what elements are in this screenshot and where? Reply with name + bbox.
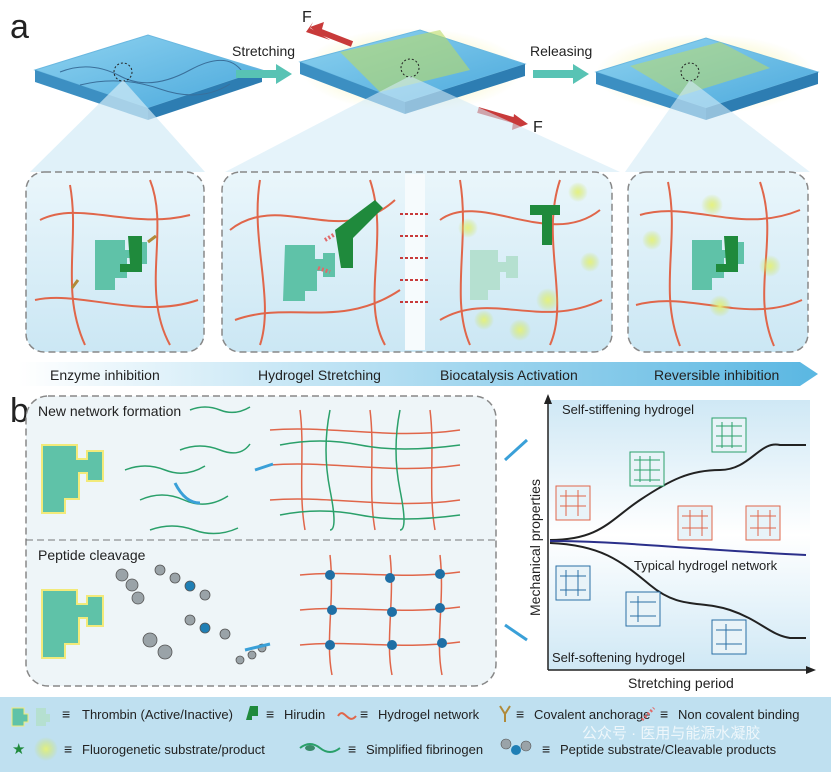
- y-axis-label: Mechanical properties: [527, 479, 543, 616]
- x-axis-label: Stretching period: [628, 675, 734, 691]
- fibrinogen-chains: [124, 406, 251, 535]
- svg-text:≡: ≡: [62, 706, 70, 722]
- stage-hydrogel-stretching: Hydrogel Stretching: [258, 367, 381, 383]
- stage-reversible-inhibition: Reversible inhibition: [654, 367, 779, 383]
- force-label-right: F: [533, 119, 543, 136]
- anchor-legend-icon: [499, 705, 511, 722]
- panel-b-label: b: [10, 392, 29, 430]
- self-softening-label: Self-softening hydrogel: [552, 650, 685, 665]
- releasing-label: Releasing: [530, 43, 592, 59]
- legend-anchor: Covalent anchorage: [534, 707, 650, 722]
- releasing-arrow: [533, 64, 589, 84]
- legend-hirudin: Hirudin: [284, 707, 325, 722]
- svg-text:≡: ≡: [542, 741, 550, 757]
- panel-a-label: a: [10, 8, 29, 46]
- hydrogel-slab-stretched: [298, 28, 527, 114]
- stage-arrow: [18, 362, 818, 386]
- svg-text:≡: ≡: [64, 741, 72, 757]
- detail-box-inhibition: [25, 171, 205, 353]
- force-arrow-left: [314, 27, 354, 47]
- thrombin-inactive-legend-icon: [36, 708, 50, 726]
- legend: ≡ Thrombin (Active/Inactive) ≡ Hirudin ≡…: [11, 705, 799, 761]
- fibrinogen-legend-icon: [299, 743, 341, 753]
- network-legend-icon: [337, 712, 357, 720]
- legend-network: Hydrogel network: [378, 707, 480, 722]
- legend-thrombin: Thrombin (Active/Inactive): [82, 707, 233, 722]
- flow-arrows: [173, 438, 529, 652]
- svg-text:≡: ≡: [348, 741, 356, 757]
- legend-noncovalent: Non covalent binding: [678, 707, 799, 722]
- self-stiffening-curve: [549, 443, 806, 541]
- detail-box-reversible: [627, 171, 809, 353]
- star-legend-icon: ★: [12, 741, 25, 758]
- thrombin-active-top: [41, 444, 104, 514]
- mechanics-chart: Self-stiffening hydrogel Typical hydroge…: [527, 394, 816, 691]
- svg-text:≡: ≡: [516, 706, 524, 722]
- self-softening-curve: [549, 542, 806, 639]
- svg-text:≡: ≡: [360, 706, 368, 722]
- detail-box-stretching: [221, 171, 613, 353]
- hydrogel-slab-relaxed: [33, 34, 264, 120]
- product-legend-icon: [34, 737, 58, 761]
- peptide-chains: [115, 564, 267, 665]
- thrombin-active-bottom: [41, 589, 104, 659]
- cleaved-network: [299, 554, 461, 676]
- legend-peptide: Peptide substrate/Cleavable products: [560, 742, 777, 757]
- peptide-cleavage-title: Peptide cleavage: [38, 547, 146, 563]
- fibrin-network: [269, 409, 461, 531]
- stretching-label: Stretching: [232, 43, 295, 59]
- stretching-arrow: [236, 64, 292, 84]
- stage-biocatalysis-activation: Biocatalysis Activation: [440, 367, 578, 383]
- legend-substrate: Fluorogenetic substrate/product: [82, 742, 265, 757]
- typical-curve: [549, 540, 807, 556]
- force-label-left: F: [302, 9, 312, 26]
- legend-bar: [0, 697, 831, 772]
- hirudin-legend-icon: [246, 706, 258, 720]
- svg-text:≡: ≡: [660, 706, 668, 722]
- peptide-legend-icon: [500, 738, 532, 755]
- legend-fibrinogen: Simplified fibrinogen: [366, 742, 483, 757]
- typical-network-label: Typical hydrogel network: [634, 558, 778, 573]
- watermark: 公众号 · 医用与能源水凝胶: [582, 725, 760, 742]
- self-stiffening-label: Self-stiffening hydrogel: [562, 402, 694, 417]
- stage-enzyme-inhibition: Enzyme inhibition: [50, 367, 160, 383]
- svg-text:≡: ≡: [266, 706, 274, 722]
- thrombin-legend-icon: [11, 707, 29, 727]
- new-network-title: New network formation: [38, 403, 181, 419]
- noncovalent-legend-icon: [640, 706, 656, 722]
- panel-b-scheme-box: [25, 395, 497, 687]
